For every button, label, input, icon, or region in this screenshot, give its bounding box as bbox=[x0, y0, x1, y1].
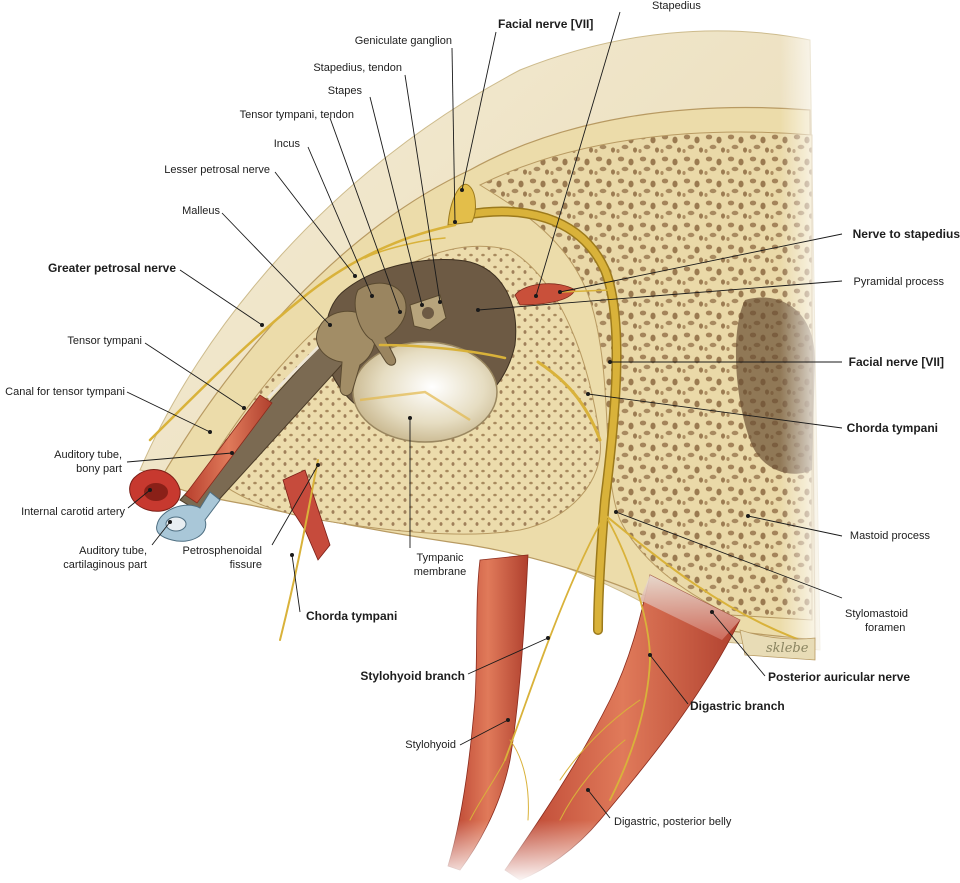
label-mastoid-process: Mastoid process bbox=[850, 530, 931, 542]
stapedius-muscle bbox=[514, 283, 576, 306]
label-internal-carotid-artery: Internal carotid artery bbox=[21, 506, 125, 518]
label-malleus: Malleus bbox=[182, 205, 220, 217]
label-nerve-to-stapedius: Nerve to stapedius bbox=[853, 227, 960, 241]
label-geniculate-ganglion: Geniculate ganglion bbox=[355, 35, 452, 47]
label-stapes: Stapes bbox=[328, 85, 363, 97]
label-tympanic-membrane-2: membrane bbox=[414, 566, 467, 578]
label-stylohyoid-branch: Stylohyoid branch bbox=[360, 669, 465, 683]
nerves bbox=[148, 183, 801, 821]
label-tensor-tympani-tendon: Tensor tympani, tendon bbox=[240, 109, 354, 121]
labels: Stapedius Geniculate ganglion Facial ner… bbox=[5, 0, 960, 828]
label-auditory-tube-bony-2: bony part bbox=[76, 463, 122, 475]
label-stapedius: Stapedius bbox=[652, 0, 701, 12]
label-canal-tensor-tympani: Canal for tensor tympani bbox=[5, 386, 125, 398]
label-stylomastoid-1: Stylomastoid bbox=[845, 608, 908, 620]
label-lesser-petrosal-nerve: Lesser petrosal nerve bbox=[164, 164, 270, 176]
label-chorda-tympani-bottom: Chorda tympani bbox=[306, 609, 397, 623]
illustration: sklebe bbox=[129, 20, 830, 883]
incus-shape bbox=[354, 282, 407, 366]
label-greater-petrosal-nerve: Greater petrosal nerve bbox=[48, 261, 176, 275]
artist-signature: sklebe bbox=[766, 641, 809, 656]
label-facial-nerve-right: Facial nerve [VII] bbox=[849, 355, 944, 369]
ossicles bbox=[316, 282, 447, 396]
label-auditory-tube-cart-1: Auditory tube, bbox=[79, 545, 147, 557]
label-chorda-tympani-right: Chorda tympani bbox=[847, 421, 938, 435]
label-posterior-auricular-nerve: Posterior auricular nerve bbox=[768, 670, 910, 684]
label-petrosphenoidal-1: Petrosphenoidal bbox=[182, 545, 262, 557]
label-digastric-branch: Digastric branch bbox=[690, 699, 785, 713]
label-digastric-posterior-belly: Digastric, posterior belly bbox=[614, 816, 732, 828]
label-tympanic-membrane-1: Tympanic bbox=[416, 552, 464, 564]
label-stylomastoid-2: foramen bbox=[865, 622, 905, 634]
label-petrosphenoidal-2: fissure bbox=[230, 559, 262, 571]
label-stylohyoid: Stylohyoid bbox=[405, 739, 456, 751]
label-auditory-tube-cart-2: cartilaginous part bbox=[63, 559, 147, 571]
label-stapedius-tendon: Stapedius, tendon bbox=[313, 62, 402, 74]
label-auditory-tube-bony-1: Auditory tube, bbox=[54, 449, 122, 461]
malleus-shape bbox=[316, 310, 376, 396]
label-pyramidal-process: Pyramidal process bbox=[854, 276, 945, 288]
label-incus: Incus bbox=[274, 138, 301, 150]
label-facial-nerve-top: Facial nerve [VII] bbox=[498, 17, 593, 31]
tensor-tympani-muscle bbox=[184, 394, 273, 504]
label-tensor-tympani: Tensor tympani bbox=[67, 335, 142, 347]
leader-lines bbox=[126, 11, 843, 819]
